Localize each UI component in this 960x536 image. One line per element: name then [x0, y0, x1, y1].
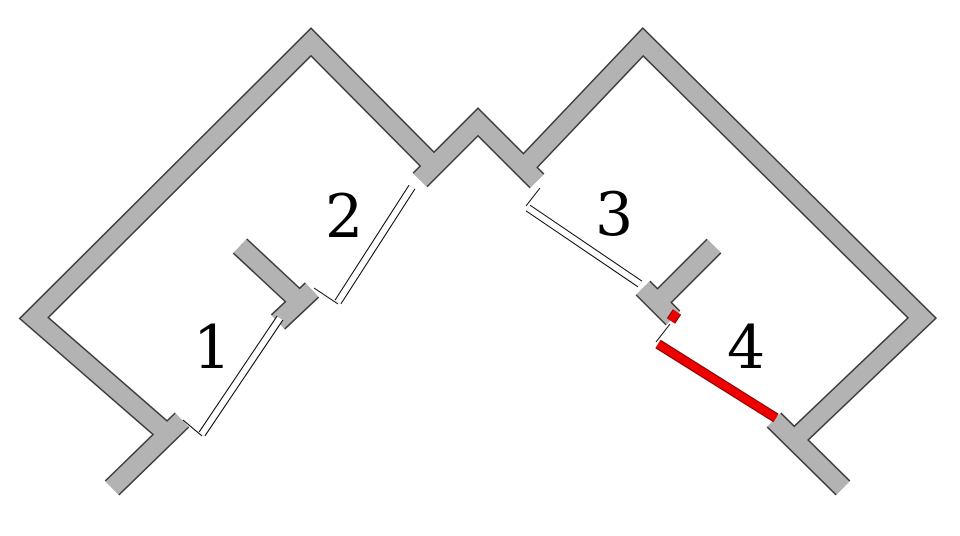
door-4[interactable] [655, 309, 779, 423]
room-label-2: 2 [325, 182, 364, 252]
door-1[interactable] [182, 315, 284, 437]
room-label-4: 4 [727, 313, 766, 383]
room-label-1: 1 [193, 313, 232, 383]
door-2[interactable] [313, 184, 416, 305]
room-label-3: 3 [595, 180, 634, 250]
door-3[interactable] [525, 187, 643, 288]
walls [18, 27, 938, 496]
